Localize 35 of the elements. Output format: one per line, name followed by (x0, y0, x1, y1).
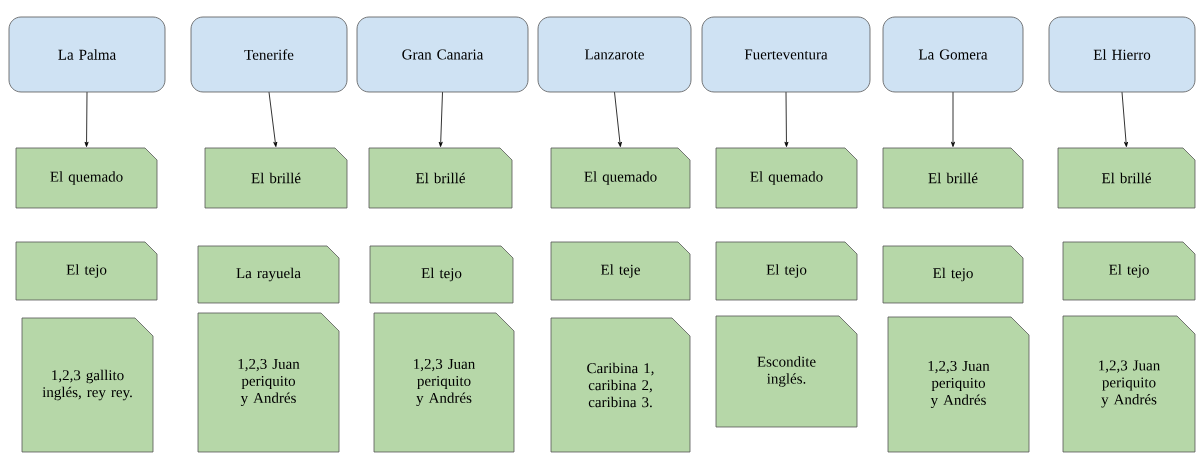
arrow (951, 91, 955, 147)
island-box: La Palma (8, 16, 166, 93)
note-box: El quemado (15, 147, 158, 209)
note-box: El quemado (715, 147, 858, 209)
note-box: 1,2,3 Juan periquito y Andrés (887, 316, 1030, 453)
arrow (614, 91, 622, 147)
note-box: Caribina 1, caribina 2, caribina 3. (550, 317, 691, 453)
arrow (84, 91, 89, 147)
note-box: 1,2,3 gallito inglés, rey rey. (21, 317, 154, 453)
island-box: El Hierro (1048, 16, 1196, 93)
arrow (1121, 91, 1129, 147)
island-box: Tenerife (190, 16, 348, 93)
note-box: El tejo (882, 245, 1024, 304)
island-box: Lanzarote (537, 16, 692, 93)
note-box: El tejo (15, 241, 158, 301)
note-box: El brillé (204, 147, 348, 209)
arrow (438, 91, 443, 147)
note-box: 1,2,3 Juan periquito y Andrés (197, 312, 340, 453)
arrow (784, 91, 789, 147)
note-box: El tejo (1062, 241, 1196, 301)
note-box: El brillé (882, 147, 1024, 209)
island-box: Fuerteventura (701, 16, 871, 93)
island-box: La Gomera (882, 16, 1024, 93)
note-box: El brillé (1057, 147, 1196, 209)
note-box: 1,2,3 Juan periquito y Andrés (1062, 315, 1196, 453)
note-box: El tejo (715, 241, 858, 301)
note-box: El brillé (368, 147, 513, 209)
note-box: La rayuela (197, 245, 340, 304)
note-box: El quemado (550, 147, 691, 209)
arrow (268, 91, 278, 147)
island-box: Gran Canaria (356, 16, 529, 93)
note-box: 1,2,3 Juan periquito y Andrés (373, 312, 515, 453)
note-box: El teje (550, 241, 691, 301)
note-box: El tejo (369, 245, 514, 304)
note-box: Escondite inglés. (715, 315, 858, 428)
